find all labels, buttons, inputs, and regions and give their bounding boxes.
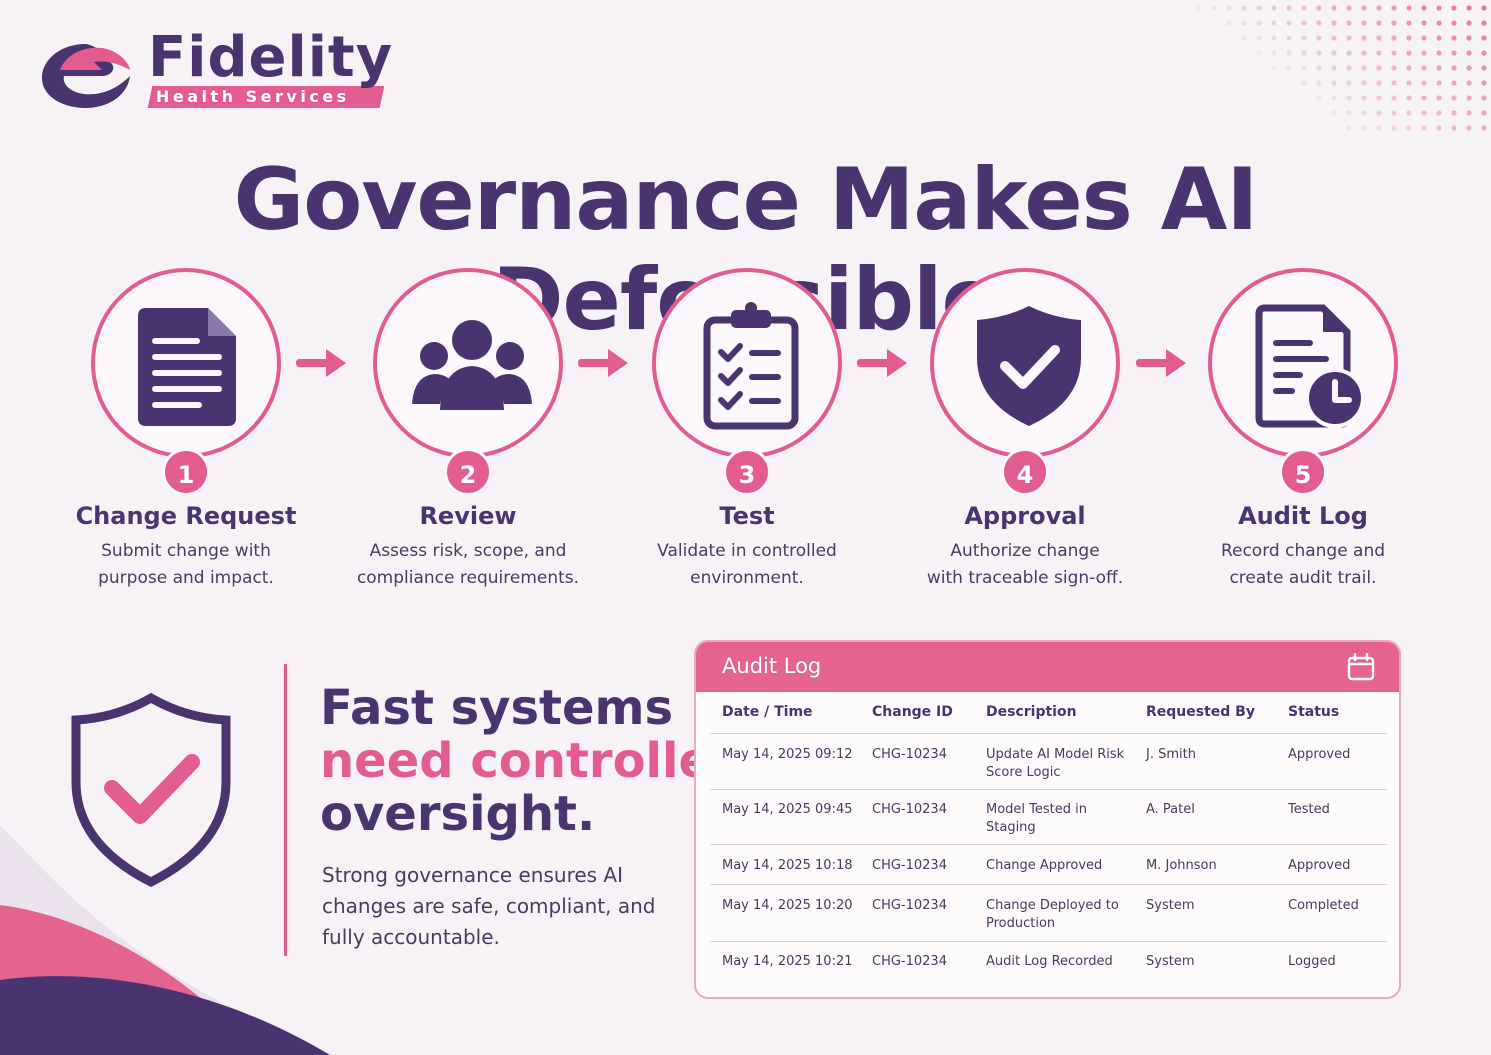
table-divider xyxy=(710,941,1387,942)
audit-log-title: Audit Log xyxy=(722,654,822,678)
step-description: Submit change with purpose and impact. xyxy=(56,538,316,592)
cell-change-id: CHG-10234 xyxy=(872,802,947,817)
column-header-date: Date / Time xyxy=(722,704,813,720)
cell-description: Change Approved xyxy=(986,858,1103,873)
page-title: Governance Makes AI Defensible xyxy=(233,150,1259,350)
cell-description: Update AI Model Risk Score Logic xyxy=(986,747,1125,780)
column-header-change-id: Change ID xyxy=(872,704,953,720)
table-divider xyxy=(710,789,1387,790)
cell-description: Model Tested in Staging xyxy=(986,802,1087,835)
step-description-line: with traceable sign-off. xyxy=(926,568,1124,588)
cell-requested-by: System xyxy=(1146,898,1195,913)
step-number: 5 xyxy=(1279,448,1327,496)
cell-status: Approved xyxy=(1288,747,1351,762)
arrow-right-icon xyxy=(1136,349,1186,377)
brand-name: Fidelity xyxy=(148,25,394,90)
brand-logo: Fidelity Health Services xyxy=(40,30,420,112)
document-clock-icon xyxy=(1255,304,1365,428)
table-header-row: Date / Time Change ID Description Reques… xyxy=(696,704,1399,734)
column-header-status: Status xyxy=(1288,704,1340,720)
shield-check-icon xyxy=(977,306,1081,426)
step-circle xyxy=(373,268,563,458)
step-circle xyxy=(1208,268,1398,458)
cell-status: Completed xyxy=(1288,898,1359,913)
tagline-headline: Fast systems need controlled oversight. xyxy=(320,682,745,841)
cell-datetime: May 14, 2025 10:21 xyxy=(722,954,853,969)
step-description: Validate in controlled environment. xyxy=(617,538,877,592)
step-description: Record change and create audit trail. xyxy=(1173,538,1433,592)
fidelity-logo-mark-icon xyxy=(42,44,130,108)
cell-requested-by: M. Johnson xyxy=(1146,858,1217,873)
cell-description: Change Deployed to Production xyxy=(986,898,1119,931)
column-header-description: Description xyxy=(986,704,1077,720)
step-description-line: Submit change with xyxy=(101,541,271,561)
tagline-line: Fast systems xyxy=(320,680,674,736)
tagline-line-highlight: need controlled xyxy=(320,733,746,789)
cell-status: Logged xyxy=(1288,954,1336,969)
step-description-line: compliance requirements. xyxy=(356,568,580,588)
step-title: Change Request xyxy=(75,502,297,530)
step-title: Review xyxy=(419,502,517,530)
table-divider xyxy=(710,733,1387,734)
step-description-line: Validate in controlled xyxy=(657,541,837,561)
step-circle xyxy=(91,268,281,458)
calendar-icon xyxy=(1347,653,1375,681)
step-description-line: Record change and xyxy=(1220,541,1386,561)
shield-check-large-icon xyxy=(71,692,231,888)
tagline-line: oversight. xyxy=(320,786,596,842)
step-number: 4 xyxy=(1001,448,1049,496)
clipboard-checklist-icon xyxy=(703,302,799,430)
arrow-right-icon xyxy=(296,349,346,377)
step-title: Audit Log xyxy=(1238,502,1368,530)
step-circle xyxy=(652,268,842,458)
cell-status: Tested xyxy=(1288,802,1330,817)
cell-description: Audit Log Recorded xyxy=(986,954,1113,969)
cell-datetime: May 14, 2025 09:45 xyxy=(722,802,853,817)
audit-log-header: Audit Log xyxy=(696,642,1399,692)
step-description: Authorize change with traceable sign-off… xyxy=(895,538,1155,592)
step-description: Assess risk, scope, and compliance requi… xyxy=(338,538,598,592)
cell-datetime: May 14, 2025 10:20 xyxy=(722,898,853,913)
cell-change-id: CHG-10234 xyxy=(872,898,947,913)
vertical-divider xyxy=(284,664,287,956)
step-description-line: Assess risk, scope, and xyxy=(369,541,567,561)
team-icon xyxy=(412,320,532,410)
cell-requested-by: J. Smith xyxy=(1146,747,1196,762)
step-description-line: Authorize change xyxy=(950,541,1100,561)
tagline-body: Strong governance ensures AI changes are… xyxy=(322,863,656,949)
arrow-right-icon xyxy=(578,349,628,377)
step-number: 3 xyxy=(723,448,771,496)
step-title: Test xyxy=(719,502,775,530)
arrow-right-icon xyxy=(857,349,907,377)
cell-status: Approved xyxy=(1288,858,1351,873)
cell-requested-by: System xyxy=(1146,954,1195,969)
brand-tagline: Health Services xyxy=(156,87,350,106)
cell-change-id: CHG-10234 xyxy=(872,747,947,762)
column-header-requested-by: Requested By xyxy=(1146,704,1255,720)
step-number: 1 xyxy=(162,448,210,496)
step-description-line: environment. xyxy=(690,568,804,588)
cell-datetime: May 14, 2025 10:18 xyxy=(722,858,853,873)
step-circle xyxy=(930,268,1120,458)
dot-pattern xyxy=(1196,5,1487,131)
step-number: 2 xyxy=(444,448,492,496)
decorative-wave xyxy=(0,825,330,1055)
cell-requested-by: A. Patel xyxy=(1146,802,1195,817)
step-description-line: purpose and impact. xyxy=(98,568,274,588)
table-divider xyxy=(710,844,1387,845)
step-title: Approval xyxy=(964,502,1086,530)
cell-datetime: May 14, 2025 09:12 xyxy=(722,747,853,762)
audit-log-panel: Audit Log Date / Time Change ID Descript… xyxy=(694,640,1401,999)
table-divider xyxy=(710,884,1387,885)
step-description-line: create audit trail. xyxy=(1229,568,1377,588)
cell-change-id: CHG-10234 xyxy=(872,954,947,969)
document-icon xyxy=(138,308,236,426)
cell-change-id: CHG-10234 xyxy=(872,858,947,873)
